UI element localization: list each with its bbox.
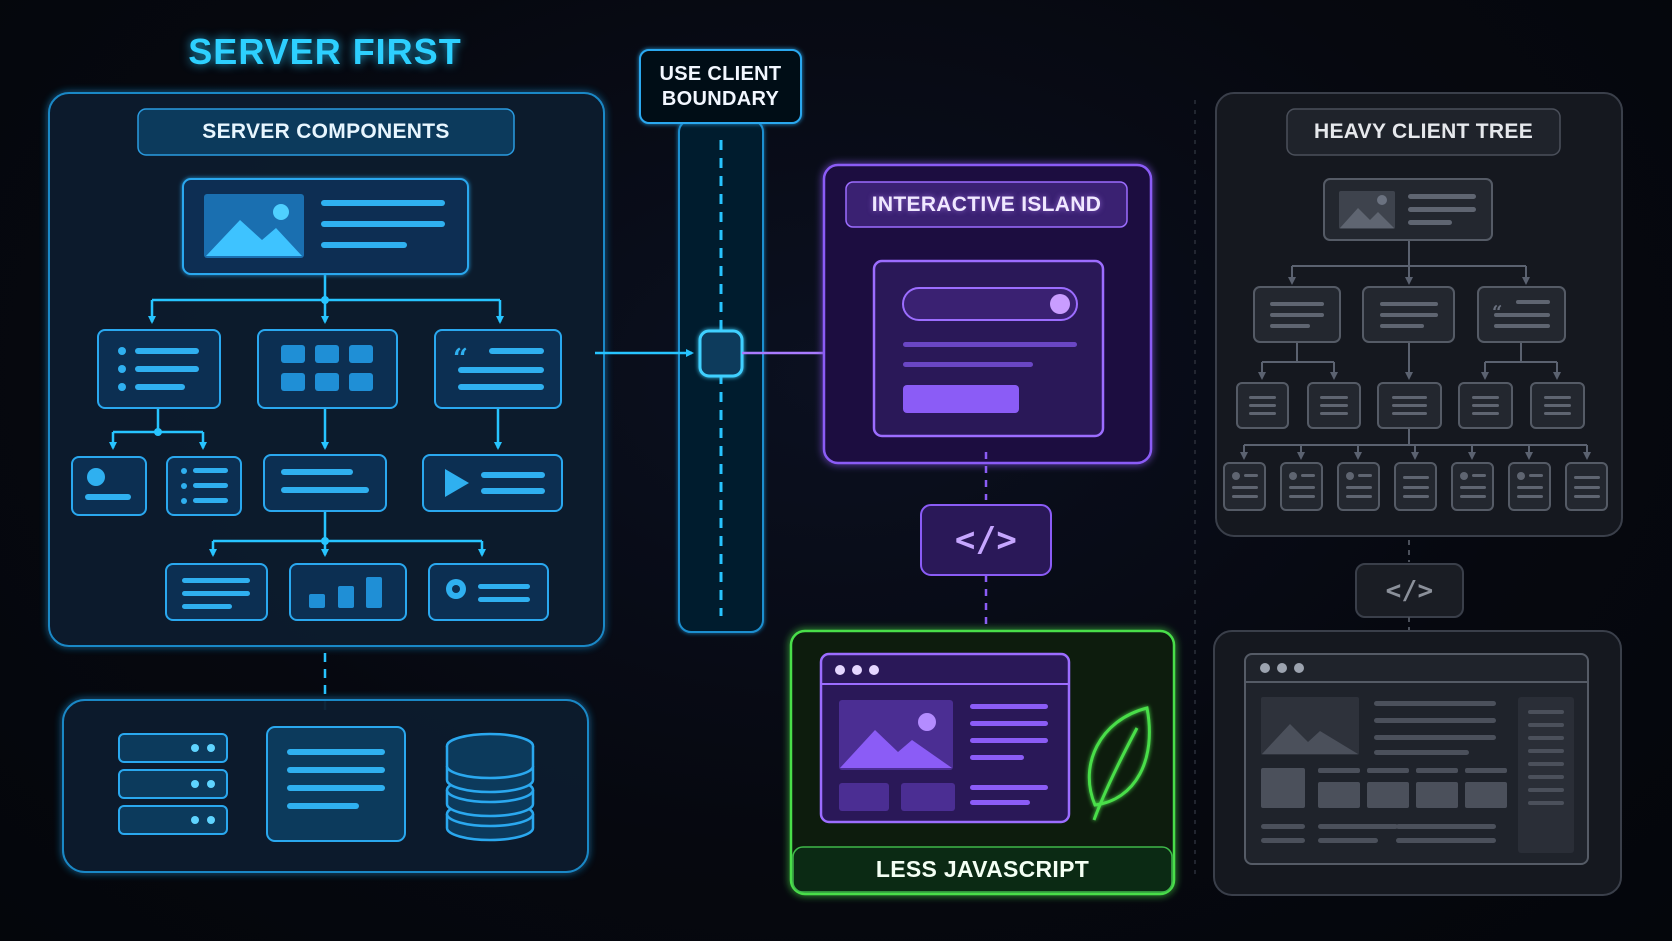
user-icon — [85, 468, 131, 500]
grid-icon — [281, 345, 373, 391]
video-card — [422, 454, 563, 512]
list-icon — [118, 347, 199, 391]
chart-card — [289, 563, 407, 621]
heavy-browser-panel — [1213, 630, 1622, 896]
server-root-card — [182, 178, 469, 275]
heavy-root-card — [1323, 178, 1493, 241]
heavy-client-tree-label: HEAVY CLIENT TREE — [1313, 120, 1534, 143]
server-components-panel: “ — [48, 92, 605, 647]
server-components-label: SERVER COMPONENTS — [202, 120, 450, 143]
text-card — [263, 454, 387, 512]
small-list-card — [166, 456, 242, 516]
toggle-icon — [902, 287, 1078, 321]
image-icon — [204, 194, 304, 258]
grid-card — [257, 329, 398, 409]
user-card — [71, 456, 147, 516]
less-javascript-panel — [789, 629, 1176, 896]
boundary-label: USE CLIENT BOUNDARY — [640, 50, 801, 123]
boundary-label-line1: USE CLIENT — [659, 62, 782, 85]
browser-window-icon — [819, 652, 1071, 824]
heavy-code-icon: </> — [1385, 575, 1434, 606]
quote-card: “ — [434, 329, 562, 409]
interactive-island-panel — [822, 163, 1153, 643]
interactive-widget — [872, 259, 1105, 438]
quote-icon: “ — [453, 344, 468, 374]
content-card — [165, 563, 268, 621]
server-rack-icon — [118, 733, 228, 835]
client-boundary — [595, 49, 855, 633]
diagram-title: SERVER FIRST — [188, 31, 462, 72]
code-icon: </> — [954, 520, 1018, 560]
leaf-icon — [1087, 706, 1151, 821]
toggle-card — [428, 563, 549, 621]
bar-chart-icon — [309, 577, 382, 608]
heavy-client-tree-panel: “ — [1215, 92, 1623, 537]
boundary-label-line2: BOUNDARY — [661, 87, 780, 110]
svg-text:“: “ — [453, 344, 468, 374]
database-icon — [445, 732, 535, 842]
interactive-island-label: INTERACTIVE ISLAND — [871, 192, 1102, 216]
less-javascript-label: LESS JAVASCRIPT — [875, 856, 1090, 882]
play-icon — [445, 469, 469, 497]
list-card — [97, 329, 221, 409]
svg-text:“: “ — [1492, 302, 1502, 323]
backend-panel — [62, 699, 589, 873]
document-icon — [266, 726, 406, 842]
